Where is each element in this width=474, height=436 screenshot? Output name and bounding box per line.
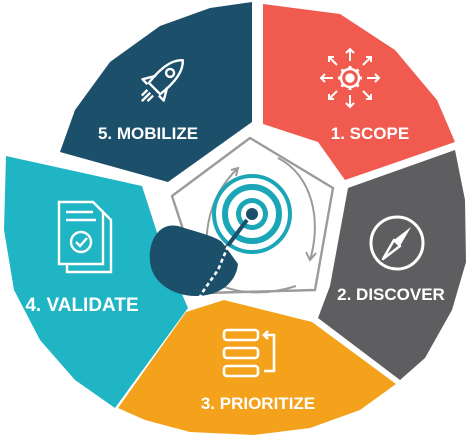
segment-scope-label: 1. SCOPE xyxy=(331,124,409,143)
rocket-icon xyxy=(140,59,184,103)
document-check-icon xyxy=(57,200,113,274)
gear-arrows-icon xyxy=(319,47,381,109)
segment-validate-label: 4. VALIDATE xyxy=(25,295,138,316)
compass-icon xyxy=(369,215,425,271)
list-arrow-icon xyxy=(222,328,276,378)
segment-discover-label: 2. DISCOVER xyxy=(337,285,445,304)
segment-mobilize-label: 5. MOBILIZE xyxy=(98,124,198,143)
target-dart-icon xyxy=(149,174,292,301)
center-hub xyxy=(149,128,340,301)
segment-mobilize: 5. MOBILIZE xyxy=(60,2,252,182)
segment-prioritize-label: 3. PRIORITIZE xyxy=(201,394,315,413)
segment-discover: 2. DISCOVER xyxy=(318,150,466,380)
segment-validate: 4. VALIDATE xyxy=(4,156,188,408)
segment-scope: 1. SCOPE xyxy=(263,4,455,180)
segment-prioritize: 3. PRIORITIZE xyxy=(118,300,396,435)
